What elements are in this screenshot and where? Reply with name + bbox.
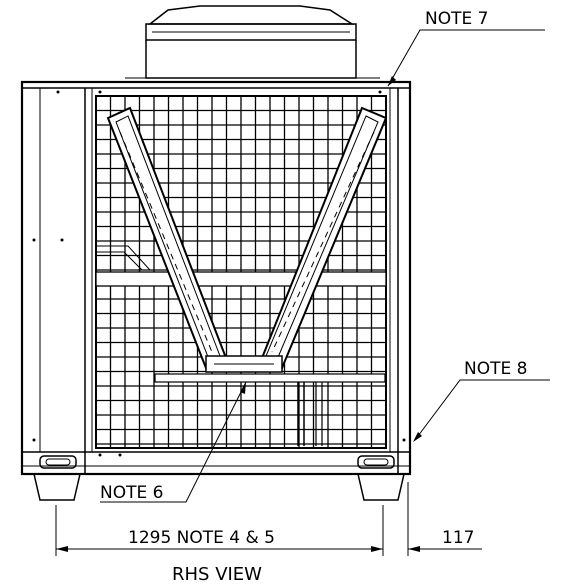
lower-components	[96, 245, 386, 446]
note-6-label: NOTE 6	[100, 483, 163, 503]
leader-lines	[100, 29, 550, 503]
side-dimension-label: 117	[442, 528, 474, 548]
main-dimension-label: 1295 NOTE 4 & 5	[128, 528, 275, 548]
unit-feet	[33, 473, 405, 501]
dimension-lines	[55, 482, 482, 556]
v-coil-frame	[106, 106, 388, 373]
note-7-label: NOTE 7	[425, 9, 488, 29]
cabinet	[20, 80, 412, 476]
mid-rail	[95, 271, 387, 287]
view-title: RHS VIEW	[172, 564, 262, 585]
note-8-label: NOTE 8	[464, 359, 527, 379]
fan-guard	[125, 5, 380, 79]
